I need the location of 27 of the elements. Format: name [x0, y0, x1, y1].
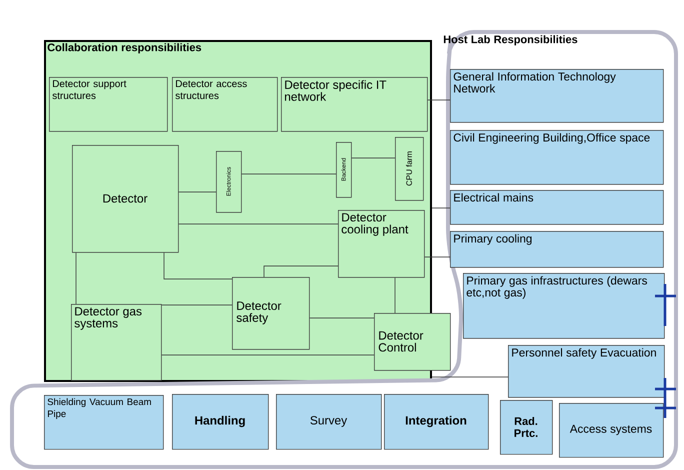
box: Detector Control — [374, 313, 451, 371]
box: Detector safety — [232, 277, 310, 350]
connector-line — [264, 266, 338, 278]
box: Shielding Vacuum Beam Pipe — [44, 395, 164, 450]
box: Primary gas infrastructures (dewars etc,not gas) — [463, 273, 665, 339]
box: General Information Technology Network — [450, 69, 664, 123]
box: Detector gas systems — [71, 304, 162, 381]
connector-line — [164, 252, 232, 280]
connector-line — [161, 354, 374, 356]
connector-line — [394, 277, 396, 314]
box: Access systems — [559, 403, 664, 458]
connector-line — [432, 376, 508, 378]
connector-line — [424, 256, 450, 258]
box: Detector support structures — [49, 77, 168, 132]
box: Rad. Prtc. — [500, 400, 553, 455]
box: Personnel safety Evacuation — [508, 345, 665, 398]
connector-line — [161, 304, 232, 306]
box: Integration — [384, 394, 489, 450]
box: Primary cooling — [450, 231, 664, 268]
box: Survey — [276, 394, 382, 450]
box: Detector cooling plant — [338, 210, 425, 278]
box: Detector specific IT network — [281, 77, 428, 132]
box: Civil Engineering Building,Office space — [450, 130, 664, 185]
box: Handling — [172, 394, 269, 450]
box: Detector — [72, 145, 179, 253]
box: Electrical mains — [450, 190, 664, 225]
box: Detector access structures — [172, 77, 278, 132]
